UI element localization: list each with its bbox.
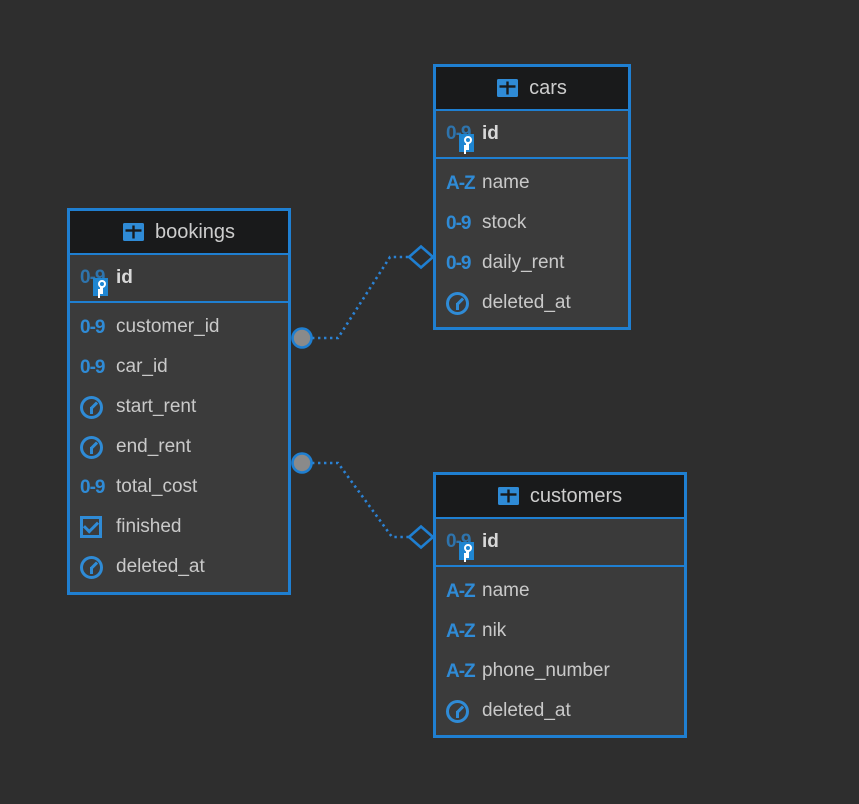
- datetime-icon: [80, 395, 103, 419]
- column-name: id: [482, 123, 499, 144]
- entity-header-cars[interactable]: cars: [436, 67, 628, 111]
- pk-type-slot: 0-9: [80, 268, 116, 296]
- entity-title: cars: [529, 76, 567, 99]
- column-name: finished: [116, 516, 182, 537]
- entity-body: 0-9 customer_id 0-9 car_id start_rent en…: [70, 303, 288, 592]
- numeric-icon: 0-9: [446, 212, 471, 234]
- column-row[interactable]: deleted_at: [436, 283, 628, 323]
- column-row[interactable]: A-Z nik: [436, 611, 684, 651]
- circle-cardinality-marker[interactable]: [291, 327, 313, 349]
- column-name: name: [482, 580, 530, 601]
- entity-header-bookings[interactable]: bookings: [70, 211, 288, 255]
- text-icon: A-Z: [446, 580, 476, 602]
- boolean-icon: [80, 516, 102, 538]
- column-row[interactable]: end_rent: [70, 427, 288, 467]
- numeric-icon: 0-9: [80, 476, 105, 498]
- column-row[interactable]: 0-9 car_id: [70, 347, 288, 387]
- pk-row[interactable]: 0-9 id: [436, 111, 628, 159]
- column-name: id: [116, 267, 133, 288]
- column-name: stock: [482, 212, 527, 233]
- column-row[interactable]: A-Z name: [436, 571, 684, 611]
- diamond-cardinality-marker[interactable]: [407, 524, 435, 550]
- primary-key-icon: [459, 542, 475, 560]
- column-name: daily_rent: [482, 252, 565, 273]
- column-row[interactable]: A-Z name: [436, 163, 628, 203]
- relationship-line[interactable]: [312, 255, 409, 340]
- datetime-icon: [446, 291, 469, 315]
- text-icon: A-Z: [446, 660, 476, 682]
- primary-key-icon: [93, 278, 109, 296]
- entity-title: bookings: [154, 220, 236, 243]
- column-row[interactable]: 0-9 stock: [436, 203, 628, 243]
- table-icon: [497, 79, 519, 97]
- pk-row[interactable]: 0-9 id: [70, 255, 288, 303]
- column-row[interactable]: finished: [70, 507, 288, 547]
- entity-bookings[interactable]: bookings 0-9 id 0-9 customer_id 0-9 car_…: [67, 208, 291, 595]
- column-name: phone_number: [482, 660, 610, 681]
- relationship-bookings-cars[interactable]: [291, 244, 435, 349]
- column-name: customer_id: [116, 316, 220, 337]
- column-row[interactable]: deleted_at: [70, 547, 288, 587]
- table-icon: [122, 223, 144, 241]
- numeric-icon: 0-9: [446, 252, 471, 274]
- column-name: deleted_at: [116, 556, 205, 577]
- numeric-icon: 0-9: [80, 356, 105, 378]
- text-icon: A-Z: [446, 620, 476, 642]
- pk-row[interactable]: 0-9 id: [436, 519, 684, 567]
- datetime-icon: [446, 699, 469, 723]
- numeric-icon: 0-9: [80, 316, 105, 338]
- datetime-icon: [80, 555, 103, 579]
- entity-header-customers[interactable]: customers: [436, 475, 684, 519]
- pk-type-slot: 0-9: [446, 124, 482, 152]
- column-row[interactable]: start_rent: [70, 387, 288, 427]
- column-name: name: [482, 172, 530, 193]
- column-name: deleted_at: [482, 700, 571, 721]
- column-row[interactable]: 0-9 customer_id: [70, 307, 288, 347]
- entity-cars[interactable]: cars 0-9 id A-Z name 0-9 stock 0-9 dai: [433, 64, 631, 330]
- column-row[interactable]: 0-9 total_cost: [70, 467, 288, 507]
- column-name: end_rent: [116, 436, 192, 457]
- datetime-icon: [80, 435, 103, 459]
- column-name: car_id: [116, 356, 168, 377]
- table-icon: [497, 487, 519, 505]
- primary-key-icon: [459, 134, 475, 152]
- column-row[interactable]: 0-9 daily_rent: [436, 243, 628, 283]
- pk-type-slot: 0-9: [446, 532, 482, 560]
- column-name: start_rent: [116, 396, 197, 417]
- circle-cardinality-marker[interactable]: [291, 452, 313, 474]
- entity-body: A-Z name 0-9 stock 0-9 daily_rent delete…: [436, 159, 628, 327]
- column-name: deleted_at: [482, 292, 571, 313]
- column-name: total_cost: [116, 476, 198, 497]
- column-name: id: [482, 531, 499, 552]
- column-row[interactable]: A-Z phone_number: [436, 651, 684, 691]
- entity-customers[interactable]: customers 0-9 id A-Z name A-Z nik A-Z: [433, 472, 687, 738]
- relationship-line[interactable]: [312, 461, 409, 539]
- diamond-cardinality-marker[interactable]: [407, 244, 435, 270]
- relationship-bookings-customers[interactable]: [291, 452, 435, 550]
- column-row[interactable]: deleted_at: [436, 691, 684, 731]
- entity-body: A-Z name A-Z nik A-Z phone_number delete…: [436, 567, 684, 735]
- entity-title: customers: [529, 484, 623, 507]
- column-name: nik: [482, 620, 507, 641]
- text-icon: A-Z: [446, 172, 476, 194]
